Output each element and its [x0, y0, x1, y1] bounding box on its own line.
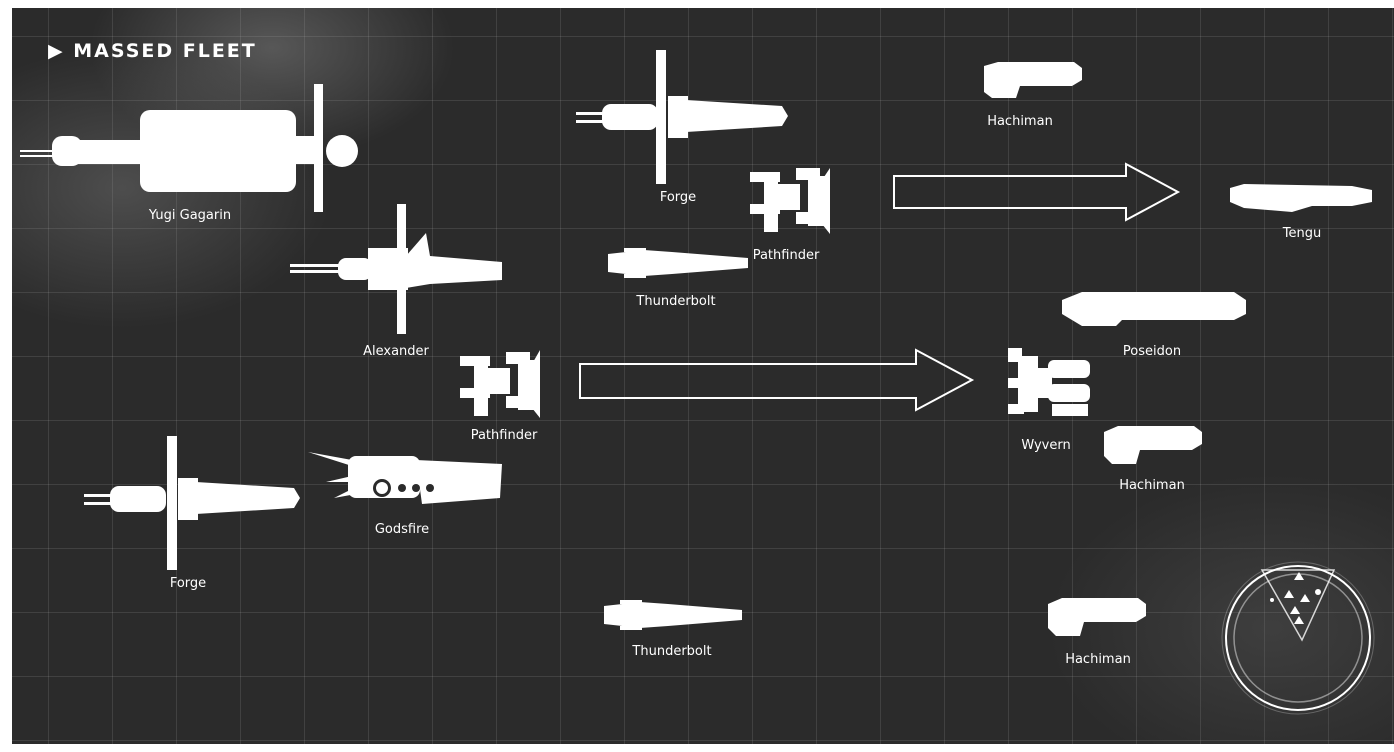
fleet-board: ▶ MASSED FLEET [12, 8, 1394, 744]
label-poseidon: Poseidon [1123, 344, 1181, 359]
ship-forge-top [576, 50, 788, 184]
label-pathfinder-middle: Pathfinder [471, 428, 538, 443]
ship-thunderbolt-bottom [604, 600, 742, 630]
arrow-pathfinder-to-tengu [894, 164, 1178, 220]
label-tengu: Tengu [1283, 226, 1321, 241]
ship-alexander [290, 204, 502, 334]
label-forge-top: Forge [660, 190, 696, 205]
label-alexander: Alexander [363, 344, 429, 359]
label-thunderbolt-bottom: Thunderbolt [632, 644, 711, 659]
ship-poseidon [1062, 292, 1246, 326]
label-pathfinder-top: Pathfinder [753, 248, 820, 263]
ship-forge-bottom [84, 436, 300, 570]
arrow-pathfinder-to-wyvern [580, 350, 972, 410]
label-hachiman-bottom: Hachiman [1065, 652, 1131, 667]
ship-pathfinder-top [750, 168, 830, 234]
label-wyvern: Wyvern [1021, 438, 1070, 453]
fleet-diagram [12, 8, 1394, 744]
radar-icon [1222, 562, 1374, 714]
label-godsfire: Godsfire [375, 522, 429, 537]
ship-hachiman-middle [1104, 426, 1202, 464]
ship-wyvern [1008, 348, 1090, 416]
ship-thunderbolt-top [608, 248, 748, 278]
ship-hachiman-top [984, 62, 1082, 98]
label-hachiman-top: Hachiman [987, 114, 1053, 129]
ship-hachiman-bottom [1048, 598, 1146, 636]
ship-yugi-gagarin [20, 84, 358, 212]
label-hachiman-middle: Hachiman [1119, 478, 1185, 493]
label-yugi-gagarin: Yugi Gagarin [149, 208, 231, 223]
label-thunderbolt-top: Thunderbolt [636, 294, 715, 309]
ship-godsfire [308, 452, 502, 504]
label-forge-bottom: Forge [170, 576, 206, 591]
ship-tengu [1230, 184, 1372, 212]
ship-pathfinder-middle [460, 350, 540, 418]
